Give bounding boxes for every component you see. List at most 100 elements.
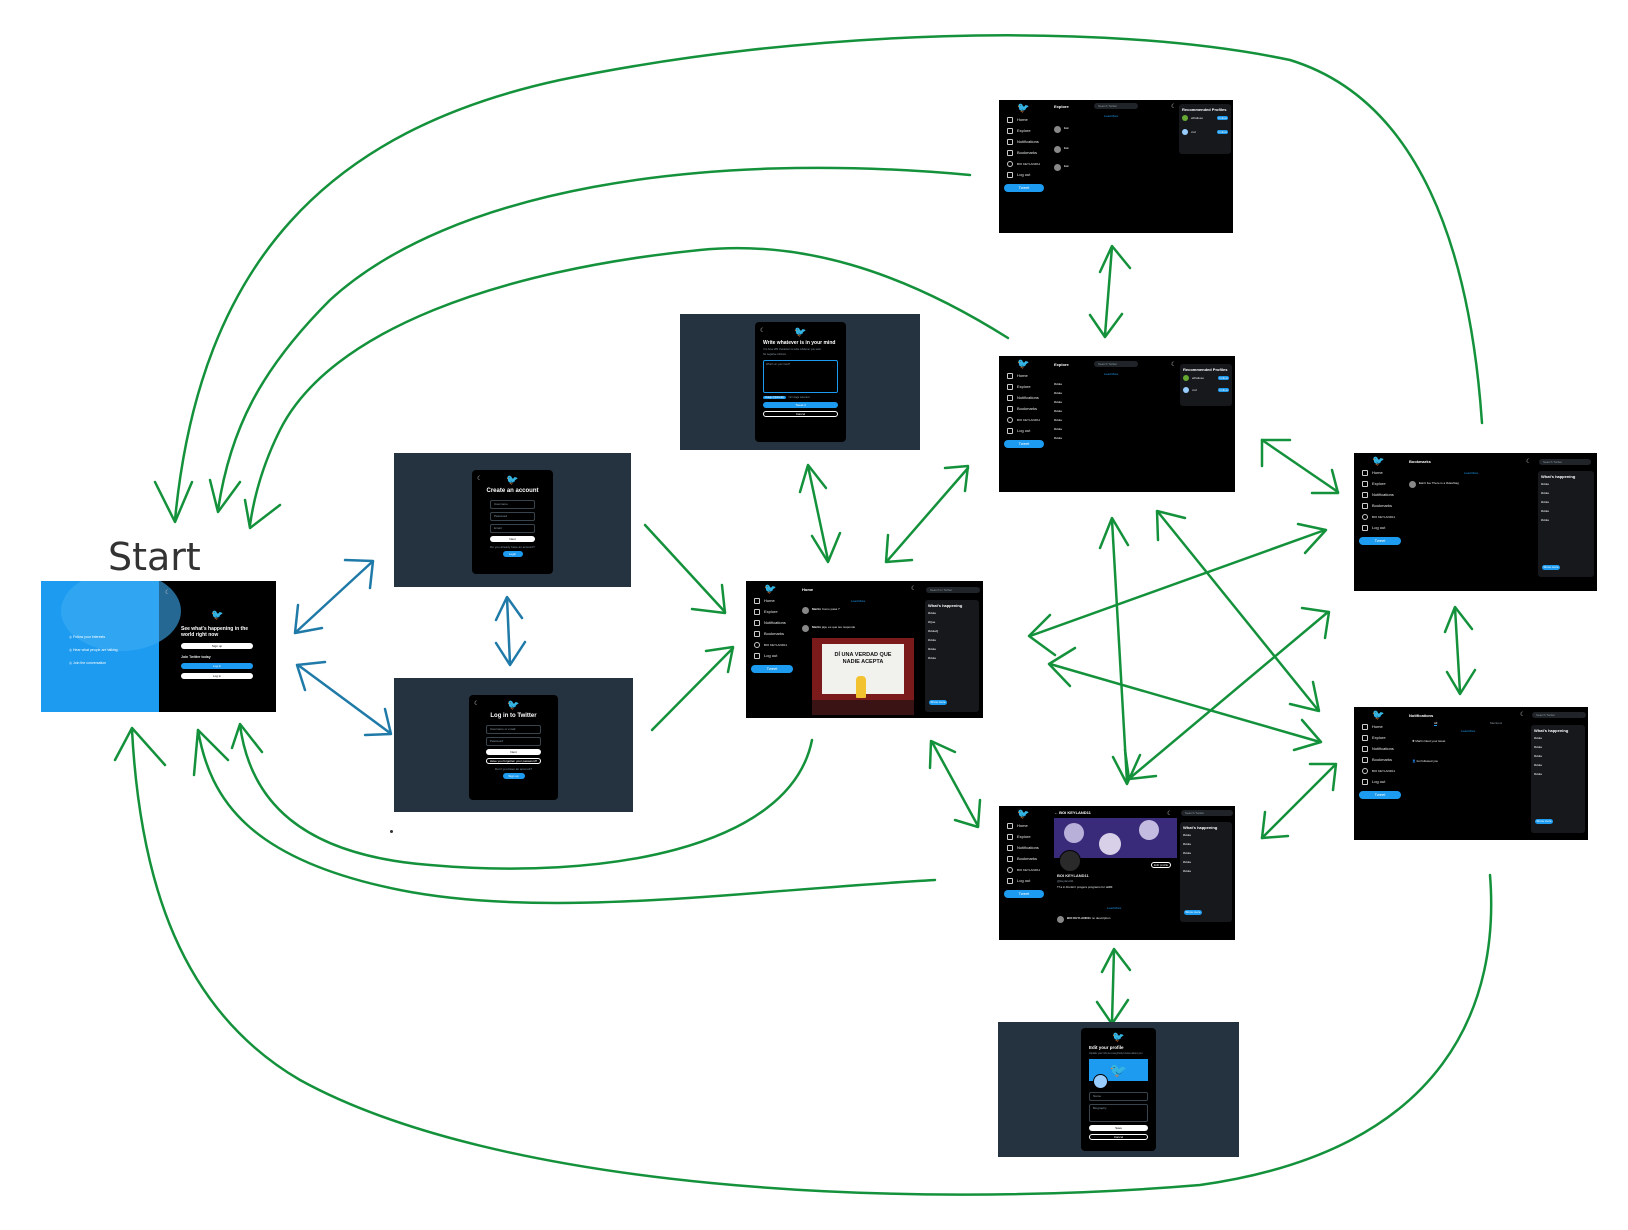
show-more-button[interactable]: Show more: [929, 700, 947, 705]
load-more-link[interactable]: Load More: [1461, 729, 1476, 733]
nav-explore[interactable]: Explore: [999, 125, 1049, 136]
moon-icon[interactable]: ☾: [165, 590, 171, 596]
tweet-it-button[interactable]: Tweet it: [763, 402, 838, 408]
nav-logout[interactable]: Log out: [999, 169, 1049, 180]
moon-icon[interactable]: ☾: [760, 328, 766, 334]
trend-item[interactable]: #Hola: [928, 638, 936, 642]
nav-profile[interactable]: BOI KEYLAND11: [999, 158, 1049, 169]
trend-item[interactable]: #Hola: [928, 656, 936, 660]
moon-icon[interactable]: ☾: [1520, 712, 1526, 718]
trend-item[interactable]: #Hola: [928, 611, 936, 615]
nav-notifications[interactable]: Notifications: [999, 136, 1049, 147]
trend-item[interactable]: #Hola: [1534, 763, 1542, 767]
moon-icon[interactable]: ☾: [1167, 811, 1173, 817]
trend-item[interactable]: #Que: [928, 620, 936, 624]
trend-item[interactable]: #Hola: [1541, 509, 1549, 513]
load-more-link[interactable]: Load More: [1104, 372, 1119, 376]
next-button[interactable]: Next: [490, 536, 535, 542]
nav-logout[interactable]: Log out: [999, 875, 1049, 886]
name-field[interactable]: Name: [1089, 1092, 1148, 1101]
nav-profile[interactable]: BOI KEYLAND11: [746, 639, 798, 650]
forgot-password-button[interactable]: Have you forgotten your password?: [486, 758, 541, 764]
trend-item[interactable]: #Hola: [1541, 518, 1549, 522]
nav-home[interactable]: Home: [999, 820, 1049, 831]
load-more-link[interactable]: Load More: [851, 599, 866, 603]
image-button[interactable]: Image (Optional): [763, 396, 786, 399]
tweet-button[interactable]: Tweet: [1004, 890, 1044, 898]
trend-item[interactable]: #Hola: [1183, 851, 1191, 855]
nav-explore[interactable]: Explore: [746, 606, 798, 617]
tweet-button[interactable]: Tweet: [1004, 440, 1044, 448]
nav-home[interactable]: Home: [999, 114, 1049, 125]
show-more-button[interactable]: Show more: [1542, 565, 1560, 570]
trend-item[interactable]: #Hola: [1534, 736, 1542, 740]
tweet-button[interactable]: Tweet: [751, 665, 793, 673]
moon-icon[interactable]: ☾: [911, 586, 917, 592]
trend-item[interactable]: #Hola: [1054, 418, 1062, 422]
trend-item[interactable]: #Hola: [1054, 400, 1062, 404]
trend-item[interactable]: #Hola: [1534, 772, 1542, 776]
load-more-link[interactable]: Load More: [1107, 906, 1122, 910]
tab-mentions[interactable]: Mentions: [1490, 721, 1503, 725]
load-more-link[interactable]: Load More: [1464, 471, 1479, 475]
search-input[interactable]: Search Twitter: [1181, 810, 1233, 816]
search-input[interactable]: Search Twitter: [1539, 459, 1591, 465]
trend-item[interactable]: #Hola: [1054, 409, 1062, 413]
edit-avatar[interactable]: [1093, 1074, 1108, 1089]
moon-icon[interactable]: ☾: [477, 476, 483, 482]
trend-item[interactable]: #Hola: [1534, 754, 1542, 758]
notification-item[interactable]: ✚ Martin liked your tweet: [1412, 739, 1446, 743]
password-field[interactable]: Password: [490, 512, 535, 521]
trend-item[interactable]: #Hola: [1183, 860, 1191, 864]
trend-item[interactable]: #Hola: [1541, 491, 1549, 495]
trend-item[interactable]: #HolaQ: [928, 629, 939, 633]
next-button[interactable]: Next: [486, 749, 541, 755]
nav-logout[interactable]: Log out: [1354, 522, 1406, 533]
login-link-button[interactable]: Login: [502, 551, 523, 557]
show-more-button[interactable]: Show more: [1184, 910, 1202, 915]
search-input[interactable]: Search Twitter: [1532, 712, 1586, 718]
save-button[interactable]: Save: [1089, 1125, 1148, 1131]
search-input[interactable]: Search Twitter: [1094, 361, 1138, 367]
tweet-button[interactable]: Tweet: [1359, 537, 1401, 545]
nav-notifications[interactable]: Notifications: [1354, 743, 1406, 754]
nav-home[interactable]: Home: [1354, 467, 1406, 478]
nav-profile[interactable]: BOI KEYLAND11: [999, 864, 1049, 875]
nav-explore[interactable]: Explore: [999, 381, 1049, 392]
nav-notifications[interactable]: Notifications: [999, 842, 1049, 853]
nav-bookmarks[interactable]: Bookmarks: [746, 628, 798, 639]
nav-explore[interactable]: Explore: [999, 831, 1049, 842]
nav-logout[interactable]: Log out: [999, 425, 1049, 436]
trend-item[interactable]: #Hola: [1541, 500, 1549, 504]
username-field[interactable]: Username: [490, 500, 535, 509]
nav-bookmarks[interactable]: Bookmarks: [1354, 754, 1406, 765]
nav-notifications[interactable]: Notifications: [746, 617, 798, 628]
cancel-button[interactable]: Cancel: [763, 411, 838, 417]
nav-profile[interactable]: BOI KEYLAND11: [999, 414, 1049, 425]
trend-item[interactable]: #Hola: [1054, 436, 1062, 440]
tab-all[interactable]: All: [1434, 721, 1438, 726]
search-input[interactable]: Search in Twitter: [926, 587, 980, 593]
nav-profile[interactable]: BOI KEYLAND11: [1354, 511, 1406, 522]
nav-bookmarks[interactable]: Bookmarks: [999, 403, 1049, 414]
cancel-button[interactable]: Cancel: [1089, 1134, 1148, 1140]
nav-logout[interactable]: Log out: [1354, 776, 1406, 787]
nav-home[interactable]: Home: [1354, 721, 1406, 732]
tweet-button[interactable]: Tweet: [1359, 791, 1401, 799]
follow-button[interactable]: Follow: [1218, 388, 1229, 392]
nav-explore[interactable]: Explore: [1354, 732, 1406, 743]
trend-item[interactable]: #Hola: [1534, 745, 1542, 749]
email-field[interactable]: Email: [490, 524, 535, 533]
trend-item[interactable]: #Hola: [1054, 391, 1062, 395]
password-field[interactable]: Password: [486, 737, 541, 746]
trend-item[interactable]: #Hola: [1054, 427, 1062, 431]
moon-icon[interactable]: ☾: [1526, 459, 1532, 465]
trend-item[interactable]: #Hola: [1183, 869, 1191, 873]
login-button[interactable]: Log in: [181, 663, 253, 669]
edit-profile-button[interactable]: Edit profile: [1151, 862, 1172, 868]
nav-explore[interactable]: Explore: [1354, 478, 1406, 489]
compose-textarea[interactable]: What's on your mind?: [763, 360, 838, 393]
nav-notifications[interactable]: Notifications: [1354, 489, 1406, 500]
nav-home[interactable]: Home: [746, 595, 798, 606]
moon-icon[interactable]: ☾: [1171, 362, 1177, 368]
